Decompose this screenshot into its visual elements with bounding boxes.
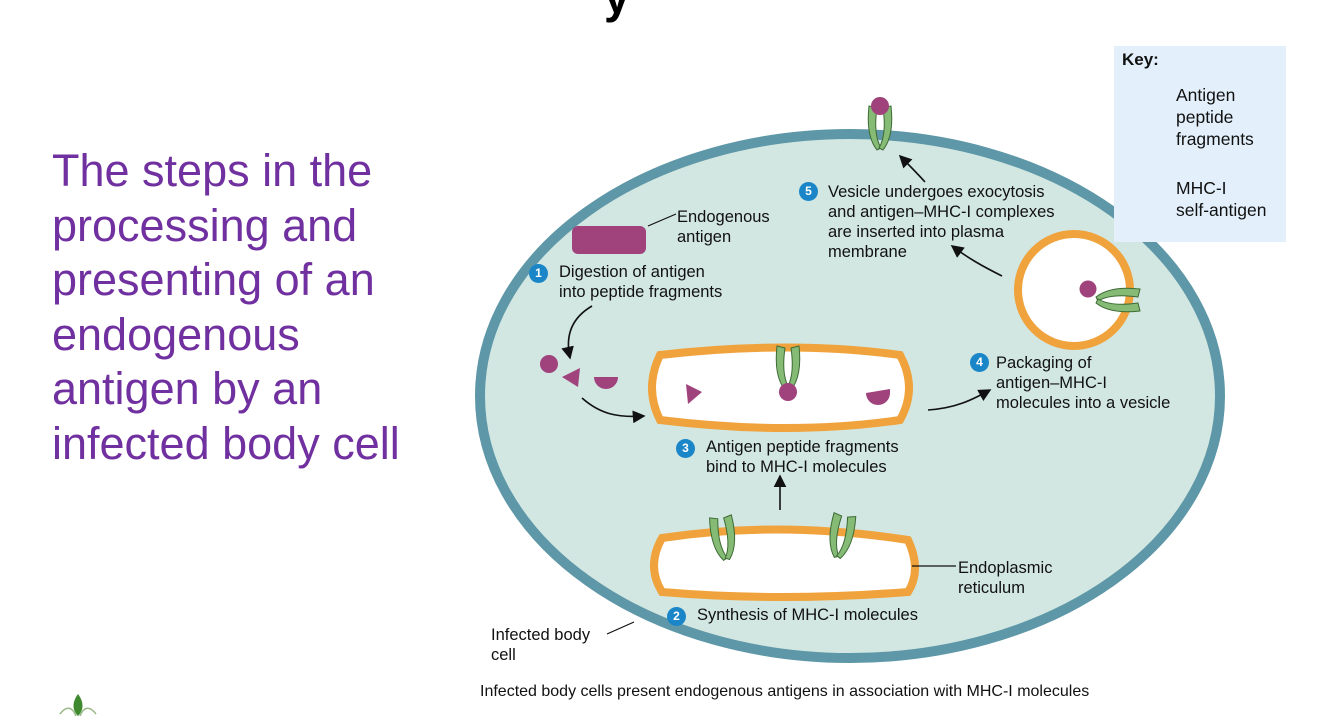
side-text-line: endogenous [52, 308, 300, 360]
slide-heading-fragment: y [604, 0, 630, 24]
side-text-line: presenting of an [52, 254, 375, 305]
step-4-badge: 4 [970, 353, 989, 372]
step-3-badge: 3 [676, 439, 695, 458]
step-2-label: Synthesis of MHC-I molecules [697, 606, 918, 624]
side-text-line: antigen by an [52, 363, 323, 414]
diagram-key: Key: Antigen peptide fragments MHC-I sel… [1114, 46, 1286, 242]
step-4-label: Packaging of antigen–MHC-I molecules int… [996, 354, 1171, 412]
step-2-badge: 2 [667, 607, 686, 626]
leaf-logo-icon [59, 694, 97, 716]
antigen-triangle-icon [562, 368, 580, 387]
endogenous-antigen-icon [572, 226, 646, 254]
slide-side-text: The steps in the processing and presenti… [52, 144, 452, 471]
key-mhc-label: MHC-I self-antigen [1176, 178, 1267, 220]
side-text-line: infected body cell [52, 417, 400, 469]
endoplasmic-reticulum [650, 525, 919, 601]
side-text-line: The steps in the [52, 145, 373, 196]
antigen-halfdisc-icon [594, 377, 618, 389]
endogenous-antigen-label: Endogenous antigen [677, 208, 770, 246]
step-5-badge: 5 [799, 182, 818, 201]
diagram-caption: Infected body cells present endogenous a… [480, 683, 1090, 700]
step-3-label: Antigen peptide fragments bind to MHC-I … [706, 438, 899, 476]
key-antigen-label: Antigen peptide fragments [1176, 85, 1254, 149]
key-title: Key: [1122, 50, 1159, 69]
step-1-label: Digestion of antigen into peptide fragme… [559, 263, 723, 301]
endoplasmic-reticulum-label: Endoplasmic reticulum [958, 559, 1053, 597]
side-text-line: processing and [52, 199, 358, 251]
infected-cell-label: Infected body cell [491, 626, 591, 664]
antigen-sphere-icon [540, 355, 558, 373]
step-1-badge: 1 [529, 264, 548, 283]
step-5-label: Vesicle undergoes exocytosis and antigen… [828, 183, 1055, 261]
